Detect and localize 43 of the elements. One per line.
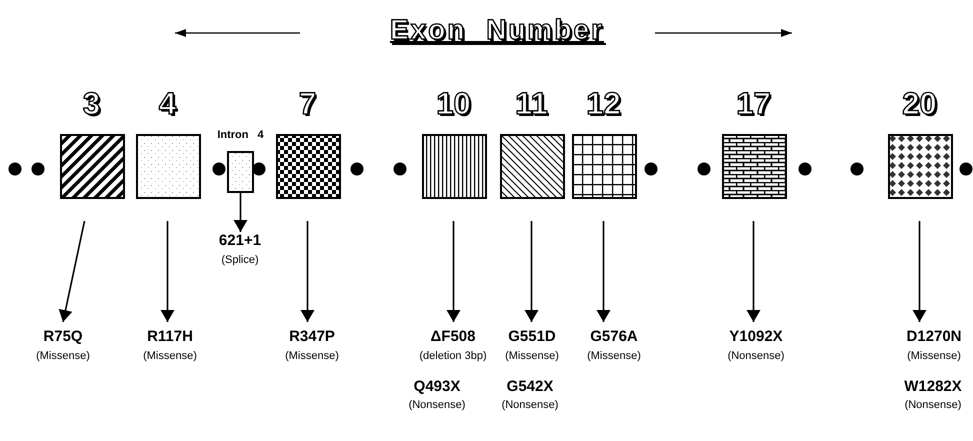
exon-number: 11: [515, 88, 548, 120]
mutation-type: (Splice): [221, 253, 259, 267]
arrow: [746, 221, 760, 322]
mutation-type: (Missense): [285, 349, 339, 363]
arrow: [300, 221, 314, 322]
exon-number: 4: [158, 88, 176, 120]
arrow: [596, 221, 610, 322]
intron-label: Intron 4: [217, 129, 264, 142]
arrow: [58, 220, 86, 322]
exon-number: 20: [902, 88, 937, 120]
exon-number: 7: [298, 88, 316, 120]
exon-number: 17: [736, 88, 771, 120]
exon-number: 10: [436, 88, 471, 120]
mutation-name: ΔF508: [430, 328, 476, 346]
mutation-name: D1270N: [906, 328, 962, 346]
mutation-name: W1282X: [904, 378, 962, 396]
mutation-type: (Nonsense): [728, 349, 784, 363]
mutation-name: G576A: [590, 328, 638, 346]
exon-number: 12: [586, 88, 621, 120]
mutation-type: (Nonsense): [502, 398, 558, 412]
arrow: [446, 221, 460, 322]
mutation-name: Q493X: [414, 378, 460, 396]
mutation-name: R117H: [147, 328, 193, 346]
mutation-name: G551D: [508, 328, 556, 346]
mutation-type: (Missense): [505, 349, 559, 363]
mutation-type: (Missense): [36, 349, 90, 363]
mutation-name: R75Q: [43, 328, 83, 346]
mutation-type: (Nonsense): [904, 398, 962, 412]
mutation-type: (Missense): [143, 349, 197, 363]
mutation-name: Y1092X: [729, 328, 783, 346]
arrow: [524, 221, 538, 322]
mutation-name: R347P: [289, 328, 335, 346]
mutation-type: (Nonsense): [408, 398, 466, 412]
arrow: [912, 221, 926, 322]
title-text: Exon Number: [390, 14, 604, 46]
arrow: [234, 193, 248, 232]
arrow: [160, 221, 174, 322]
mutation-type: (Missense): [587, 349, 641, 363]
mutation-type: (deletion 3bp): [419, 349, 487, 363]
mutation-type: (Missense): [907, 349, 961, 363]
mutation-name: G542X: [506, 378, 554, 396]
exon-number: 3: [82, 88, 100, 120]
mutation-name: 621+1: [218, 232, 262, 250]
